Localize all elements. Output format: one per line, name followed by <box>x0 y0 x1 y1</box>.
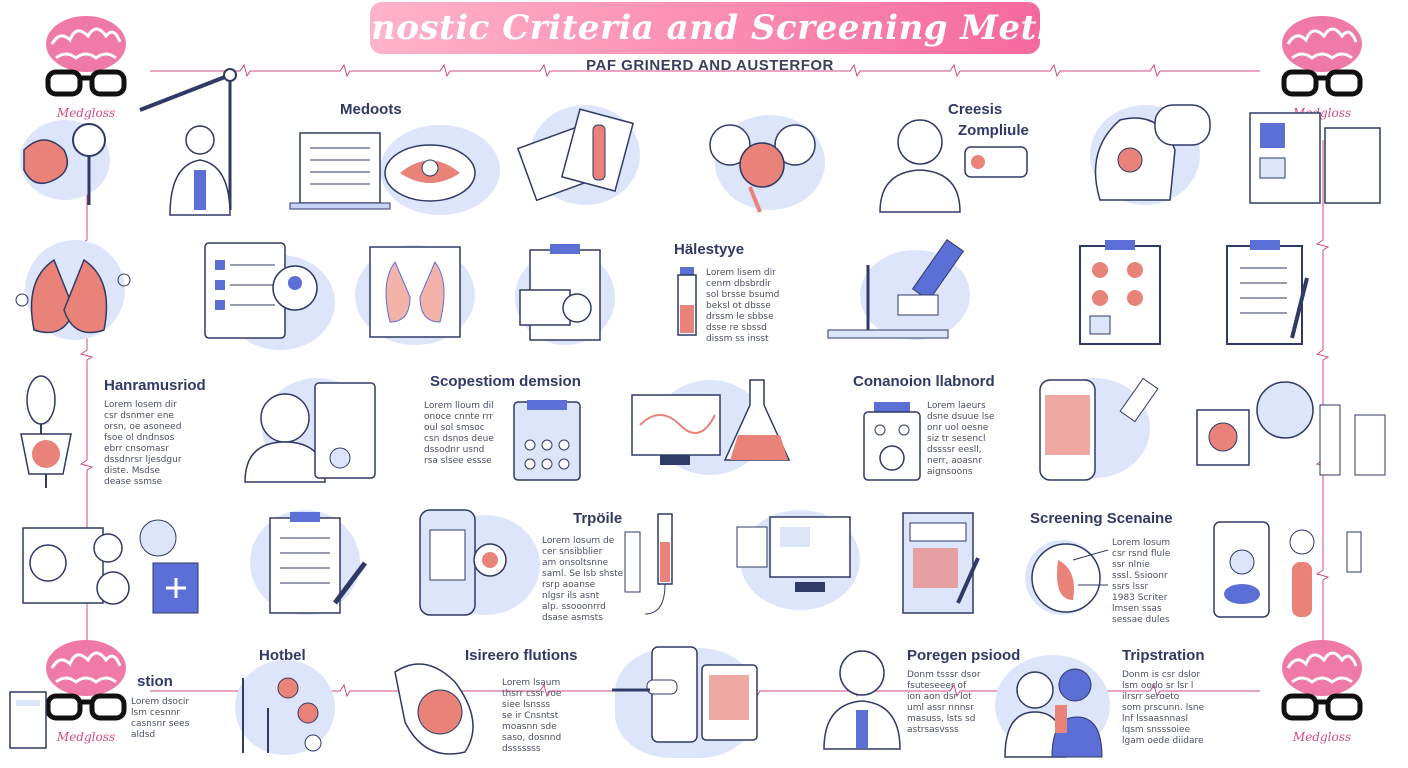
brand-label: Medgloss <box>1292 730 1352 744</box>
dashboard-panel-icon <box>1249 112 1381 204</box>
hand-tissue-icon <box>394 663 474 755</box>
test-cassette-icon <box>513 400 581 481</box>
headset-chart-icon <box>244 382 376 483</box>
paragraph-stion: Lorem dsocir lsm cesnnr casnsnr sees ald… <box>131 697 190 740</box>
microscope-icon <box>827 238 965 339</box>
patient-screening-icon <box>1004 668 1103 758</box>
heading-stion: stion <box>137 673 173 690</box>
paragraph-conanoion: Lorem laeurs dsne dsuue lse onr uol oesn… <box>927 401 995 477</box>
syringe-tube-icon <box>624 513 673 615</box>
brain-glasses-icon <box>1281 640 1363 721</box>
paragraph-screening-scenaine: Lorem losum csr rsnd flule ssr nlnie sss… <box>1112 538 1171 625</box>
heading-medoots: Medoots <box>340 101 402 118</box>
heading-screening-scenaine: Screening Scenaine <box>1030 510 1173 527</box>
clipboard-form-icon <box>269 512 367 614</box>
title-banner: Diagnostic Criteria and Screening Method… <box>281 2 1129 54</box>
brand-label: Medgloss <box>56 106 116 120</box>
heading-conanoion: Conanoion llabnord <box>853 373 995 390</box>
specimen-bottle-icon <box>677 267 697 336</box>
lab-instruments-icon <box>242 677 322 753</box>
brain-glasses-icon <box>45 16 127 97</box>
iv-bag-icon <box>20 375 72 488</box>
paragraph-scopestiom: Lorem lloum dil onoce cnnte rrr oul sol … <box>424 401 494 466</box>
container-figure-icon <box>1213 521 1362 618</box>
report-book-icon <box>902 512 980 614</box>
heading-tripolle: Trpöile <box>573 510 623 527</box>
computer-monitor-icon <box>736 516 851 592</box>
mascot-bottom-left: Medgloss <box>38 638 134 748</box>
jar-dropper-icon <box>1039 377 1159 481</box>
mascot-top-right: Medgloss <box>1274 14 1370 124</box>
doctor-portrait-icon <box>823 650 901 750</box>
map-target-icon <box>1031 543 1109 613</box>
paragraph-tripolle: Lorem losum de cer snsibblier am onsolts… <box>542 536 624 623</box>
clipboard-pencil-icon <box>1226 240 1309 345</box>
probe-tablet-icon <box>612 646 758 743</box>
monitor-flask-icon <box>631 379 791 465</box>
paragraph-hanramusriod: Lorem losem dir csr dsnmer ene orsn, oe … <box>104 400 182 487</box>
brand-label: Medgloss <box>56 730 116 744</box>
mascot-top-left: Medgloss <box>38 14 134 124</box>
heading-hanramusriod: Hanramusriod <box>104 377 206 394</box>
page-subtitle: PAF GRINERD AND AUSTERFOR <box>586 57 834 74</box>
clipboard-report-icon <box>519 244 601 341</box>
paragraph-isireero: Lorem lsaum thsrr cssr roe siee lsnsss s… <box>502 678 562 754</box>
heading-isireero: Isireero flutions <box>465 647 578 664</box>
ecg-border-top <box>150 63 1260 78</box>
heading-halestyye: Hälestyye <box>674 241 745 258</box>
laptop-checklist-icon <box>289 132 476 210</box>
device-stethoscope-icon <box>419 509 507 616</box>
paragraph-tripstration: Donm is csr dslor lsm oodo sr lsr l ilrs… <box>1122 670 1205 746</box>
heading-hotbel: Hotbel <box>259 647 306 664</box>
screen-bottles-icon <box>1196 381 1386 476</box>
heading-zompliule: Zompliule <box>958 122 1029 139</box>
documents-testtube-icon <box>516 108 635 202</box>
brain-glasses-icon <box>1281 16 1363 97</box>
lungs-scan-icon <box>369 246 461 338</box>
tablet-checklist-icon <box>204 242 318 339</box>
lungs-network-icon <box>15 258 131 334</box>
anatomy-magnifier-icon <box>23 123 106 205</box>
mascot-bottom-right: Medgloss <box>1274 638 1370 748</box>
paragraph-halestyye: Lorem lisem dir cenm dbsbrdir sol brsse … <box>706 268 780 344</box>
heading-tripstration: Tripstration <box>1122 647 1205 664</box>
heading-scopestiom: Scopestiom demsion <box>430 373 581 390</box>
lab-device-icon <box>863 402 921 481</box>
heading-creesis: Creesis <box>948 101 1003 118</box>
clipboard-specimens-icon <box>1079 240 1161 345</box>
desktop-tower-icon <box>9 691 47 749</box>
heading-poregen: Poregen psiood <box>907 647 1021 664</box>
page-title: Diagnostic Criteria and Screening Method… <box>280 8 1130 48</box>
brain-glasses-icon <box>45 640 127 721</box>
doctor-chart-icon <box>879 119 1028 213</box>
head-speech-icon <box>1094 104 1211 201</box>
patients-tissue-icon <box>709 124 816 213</box>
doctor-microscope-icon <box>139 68 237 216</box>
paragraph-poregen: Donm tsssr dsor fsuteseeer of ion aon ds… <box>907 670 981 735</box>
lab-equipment-icon <box>22 519 199 614</box>
